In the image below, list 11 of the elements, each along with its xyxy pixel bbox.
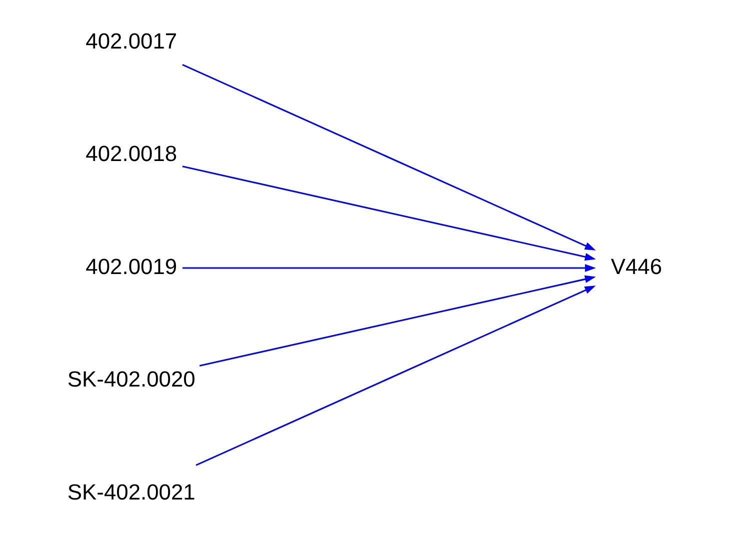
node-text: SK-402.0021	[66, 479, 195, 504]
arrow	[195, 286, 596, 466]
node-text: SK-402.0020	[66, 366, 195, 392]
arrow	[182, 64, 596, 250]
arrow	[198, 275, 596, 367]
arrow	[182, 166, 596, 261]
node-text: 402.0019	[85, 254, 177, 279]
node-text: 402.0017	[85, 28, 177, 54]
arrow	[182, 264, 596, 272]
node-text: 402.0018	[85, 141, 177, 166]
node-text: V446	[610, 254, 662, 279]
